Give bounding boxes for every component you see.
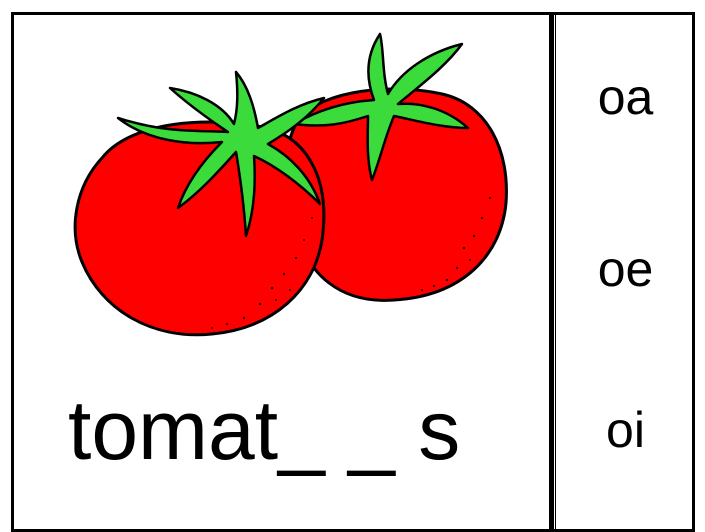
incomplete-word: tomat_ _ s: [68, 383, 461, 477]
front-tomato: [73, 120, 326, 337]
tomatoes-icon: [73, 32, 508, 337]
vowel-option-oi[interactable]: oi: [606, 402, 645, 458]
vowel-option-oa[interactable]: oa: [597, 69, 654, 125]
front-tomato-stem: [116, 70, 326, 238]
back-tomato-stem: [292, 32, 470, 182]
column-divider: [549, 12, 556, 532]
vowel-option-oe[interactable]: oe: [597, 241, 654, 297]
